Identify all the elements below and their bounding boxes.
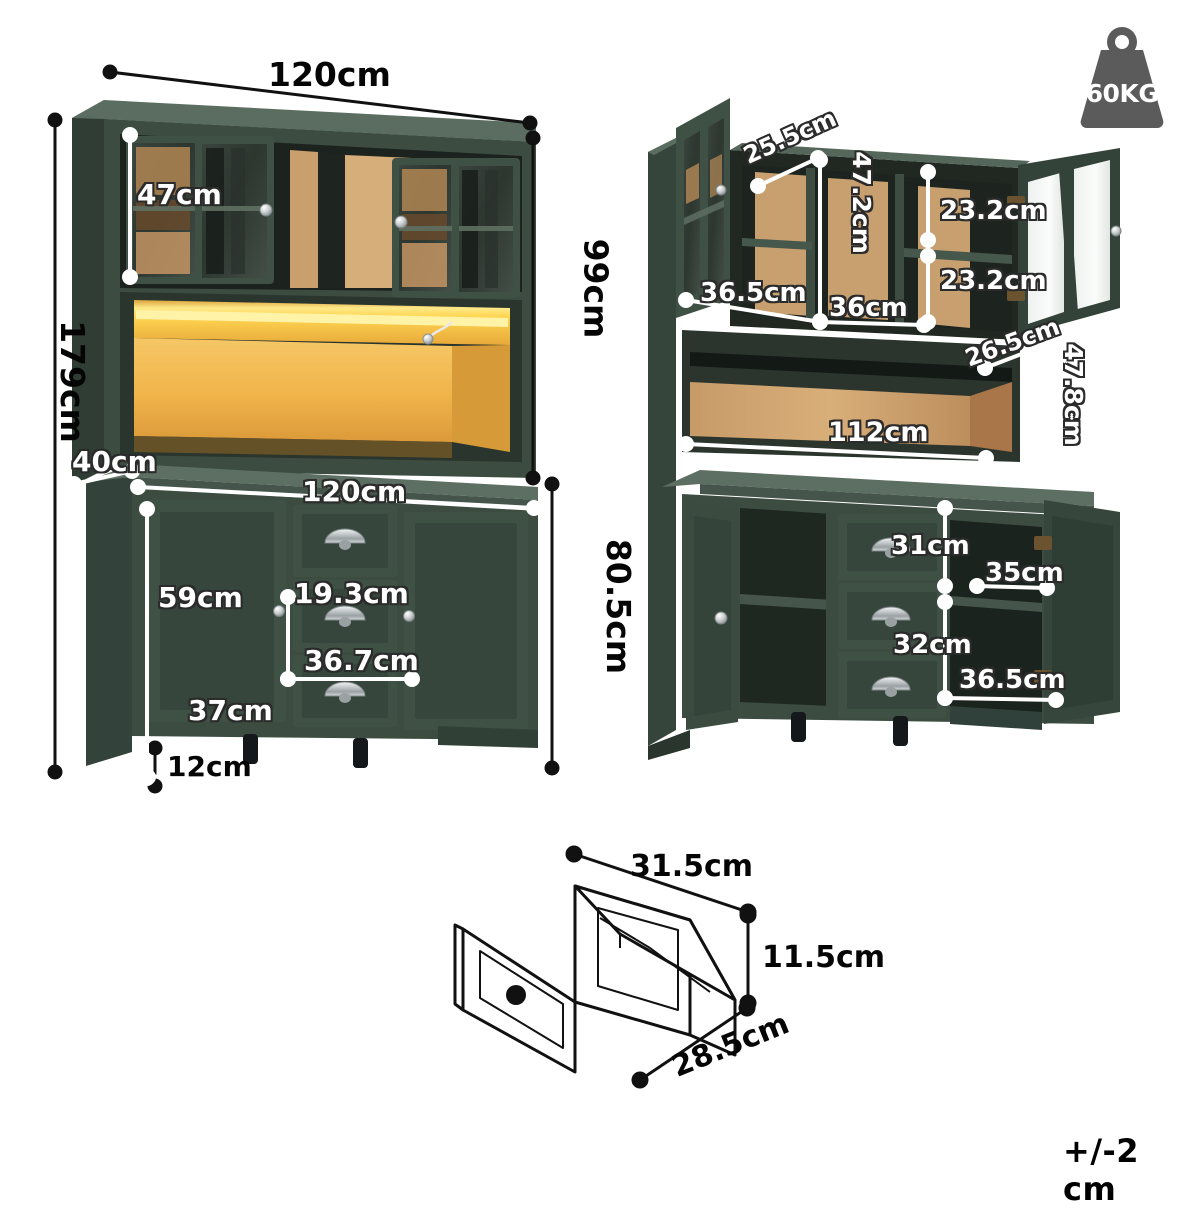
dim-label-drawer-height: 19.3cm — [294, 577, 409, 610]
dimline-hutch-mid-bay-width — [812, 314, 932, 333]
dimline-depth — [66, 463, 140, 492]
dim-label-drawer-width: 36.7cm — [304, 644, 419, 677]
leg — [353, 738, 368, 768]
dim-label-drawer-inner-height: 11.5cm — [762, 940, 886, 975]
dim-label-overall-width-top: 120cm — [268, 55, 391, 94]
dim-label-overall-height: 179cm — [52, 320, 92, 443]
dim-label-drawer-inner-width: 31.5cm — [630, 849, 754, 884]
dimline-hutch-upper-shelf-h — [920, 164, 936, 248]
right-unit-glass-door-right-open — [1007, 148, 1122, 336]
right-unit-interior-view — [648, 98, 1122, 760]
dimline-hutch-lower-shelf-h — [920, 248, 936, 330]
left-unit-drawer-stack — [293, 505, 397, 727]
dim-label-base-door-height: 59cm — [158, 581, 243, 614]
cup-pull-icon — [871, 606, 911, 627]
tolerance-note: +/-2 cm — [1063, 1132, 1140, 1208]
dimline-drawer-width — [280, 671, 420, 687]
dimline-open-shelf-width — [678, 436, 994, 466]
left-unit-front-view — [72, 100, 538, 768]
dim-label-base-door-width: 37cm — [188, 694, 273, 727]
dimline-glass-door-height — [122, 127, 138, 285]
dimline-base-door-width — [140, 761, 296, 785]
dimline-hutch-height — [525, 130, 541, 486]
dim-label-base-bay-width: 36.5cm — [959, 665, 1066, 695]
dimline-base-width — [130, 479, 542, 516]
dim-label-base-height: 80.5cm — [599, 538, 639, 675]
weight-icon — [1080, 27, 1164, 129]
dim-label-base-upper-bay-height: 31cm — [891, 531, 970, 561]
dimline-base-upper-bay-height — [937, 500, 953, 594]
dim-label-glass-door-height: 47cm — [137, 178, 222, 211]
cup-pull-icon — [871, 676, 911, 697]
cup-pull-icon — [324, 605, 366, 627]
dim-label-leg-height: 12cm — [167, 750, 252, 783]
dim-label-hutch-left-bay-width: 36.5cm — [700, 278, 807, 308]
weight-capacity-badge: 60KG — [1063, 24, 1181, 136]
dim-label-hutch-upper-shelf-h: 23.2cm — [940, 196, 1047, 226]
right-unit-glass-door-left-angled — [676, 98, 730, 318]
dimline-hutch-shelf-depth — [750, 150, 826, 194]
dimline-base-height — [544, 476, 560, 776]
cup-pull-icon — [324, 681, 366, 703]
dimline-overall-height — [47, 112, 63, 780]
dim-label-base-lower-bay-height: 32cm — [893, 630, 972, 660]
right-unit-drawer-stack — [838, 514, 946, 718]
dim-label-base-shelf-depth: 35cm — [985, 558, 1064, 588]
dimline-open-shelf-height — [1037, 338, 1053, 486]
dim-label-hutch-mid-bay-width: 36cm — [829, 293, 908, 323]
weight-capacity-label: 60KG — [1085, 79, 1159, 108]
left-unit-glass-door-left — [126, 136, 274, 284]
dimline-drawer-inner-depth — [631, 999, 756, 1089]
right-unit-base-door-right-open — [1034, 500, 1120, 724]
right-unit-base-door-left-open — [686, 502, 738, 730]
leg — [791, 712, 806, 742]
dimline-59cm — [139, 501, 155, 786]
leg — [893, 716, 908, 746]
dim-label-hutch-height: 99cm — [576, 238, 616, 339]
dim-label-hutch-mid-height: 47.2cm — [846, 151, 876, 254]
left-unit-glass-door-right — [392, 158, 520, 298]
cup-pull-icon — [871, 537, 911, 558]
dim-label-open-shelf-width: 112cm — [828, 417, 929, 448]
dim-label-base-width: 120cm — [302, 475, 407, 508]
left-unit-led-shelf — [120, 292, 522, 462]
dim-label-hutch-lower-shelf-h: 23.2cm — [940, 266, 1047, 296]
leg — [243, 734, 258, 764]
dimline-hutch-mid-height — [812, 152, 828, 329]
cup-pull-icon — [324, 528, 366, 550]
dim-label-open-shelf-height: 47.8cm — [1058, 343, 1088, 446]
left-unit-base-cabinet — [86, 464, 538, 768]
dimline-base-shelf-depth — [969, 578, 1055, 596]
drawer-detail-illustration — [453, 884, 737, 1074]
dimline-overall-width-top — [102, 64, 538, 131]
dimline-base-bay-width — [937, 690, 1064, 708]
dimline-drawer-height — [280, 589, 296, 687]
dim-label-depth: 40cm — [72, 445, 157, 478]
